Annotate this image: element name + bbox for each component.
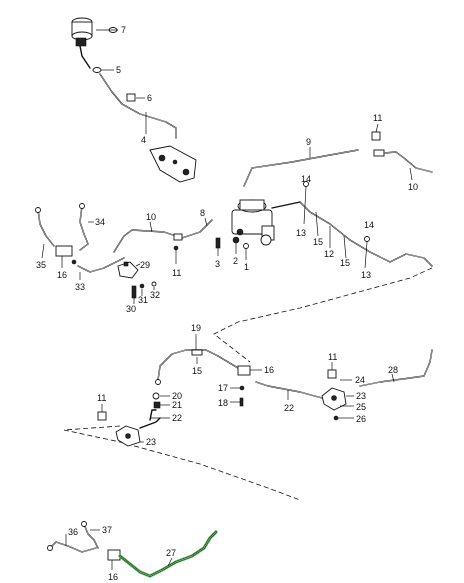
hose-22-center (255, 381, 323, 400)
callout-25: 25 (356, 402, 366, 412)
callout-15-mid-a: 15 (313, 237, 323, 247)
junction-16-mid (230, 365, 262, 407)
callout-26: 26 (356, 414, 366, 424)
reservoir-assembly (71, 17, 118, 73)
supply-pipe-4 (99, 73, 177, 139)
callout-19: 19 (191, 323, 201, 333)
callout-15-lower: 15 (192, 366, 202, 376)
callout-3: 3 (215, 259, 220, 269)
callout-13-right: 13 (361, 270, 371, 280)
callout-11-left-mid: 11 (172, 268, 181, 278)
callout-31: 31 (138, 295, 148, 305)
callout-11-right-mid: 11 (328, 352, 337, 362)
callout-32: 32 (150, 290, 160, 300)
right-caliper-assembly (321, 362, 354, 421)
callout-20: 20 (172, 391, 182, 401)
callout-11-left-low: 11 (97, 393, 106, 403)
callout-22-left: 22 (172, 413, 182, 423)
dashed-connector-1 (213, 267, 433, 363)
bracket-29-assembly (117, 261, 157, 304)
callout-27: 27 (166, 548, 176, 558)
line-19 (155, 334, 239, 385)
callout-10-left: 10 (146, 212, 156, 222)
callout-1: 1 (244, 262, 249, 272)
left-front-lines (35, 203, 125, 280)
callout-5: 5 (116, 65, 121, 75)
callout-22-center: 22 (284, 403, 294, 413)
hose-10-right (371, 123, 433, 181)
callout-8: 8 (200, 208, 205, 218)
left-caliper-assembly (97, 392, 170, 447)
callout-16-mid: 16 (264, 365, 274, 375)
bottom-left-lines (47, 521, 121, 570)
master-cylinder-small (149, 145, 197, 183)
line-8-10-left (113, 217, 213, 264)
callout-4: 4 (141, 135, 146, 145)
callout-36: 36 (68, 527, 78, 537)
callout-leaders-mid-right (303, 186, 368, 269)
callout-23-right: 23 (356, 391, 366, 401)
callout-23-left: 23 (146, 437, 156, 447)
callout-16-top-left: 16 (57, 270, 67, 280)
callout-2: 2 (233, 256, 238, 266)
callout-29: 29 (140, 260, 150, 270)
callout-9: 9 (306, 137, 311, 147)
callout-11-top-right: 11 (373, 113, 382, 123)
callout-24: 24 (355, 375, 365, 385)
callout-leaders-top (96, 29, 147, 134)
callout-33: 33 (75, 282, 85, 292)
callout-28: 28 (388, 365, 398, 375)
callout-10-right: 10 (408, 182, 418, 192)
callout-17: 17 (218, 383, 228, 393)
callout-35: 35 (36, 260, 46, 270)
pipe-9 (243, 147, 359, 187)
line-28 (359, 349, 433, 387)
callout-12: 12 (324, 249, 334, 259)
callout-37: 37 (102, 525, 112, 535)
callout-13-mid: 13 (296, 228, 306, 238)
master-cylinder (231, 199, 301, 246)
callout-18: 18 (218, 398, 228, 408)
callout-21: 21 (172, 400, 182, 410)
line-27-highlighted (118, 530, 218, 578)
callout-15-mid-b: 15 (340, 258, 350, 268)
callout-34: 34 (95, 217, 105, 227)
callout-30: 30 (126, 304, 136, 314)
callout-14-right: 14 (364, 220, 374, 230)
callout-6: 6 (147, 93, 152, 103)
callout-14-mid: 14 (301, 174, 311, 184)
callout-16-bottom: 16 (108, 572, 118, 582)
callout-7: 7 (121, 25, 126, 35)
dashed-connector-2 (63, 425, 301, 501)
small-parts-1-2-3 (215, 236, 249, 260)
